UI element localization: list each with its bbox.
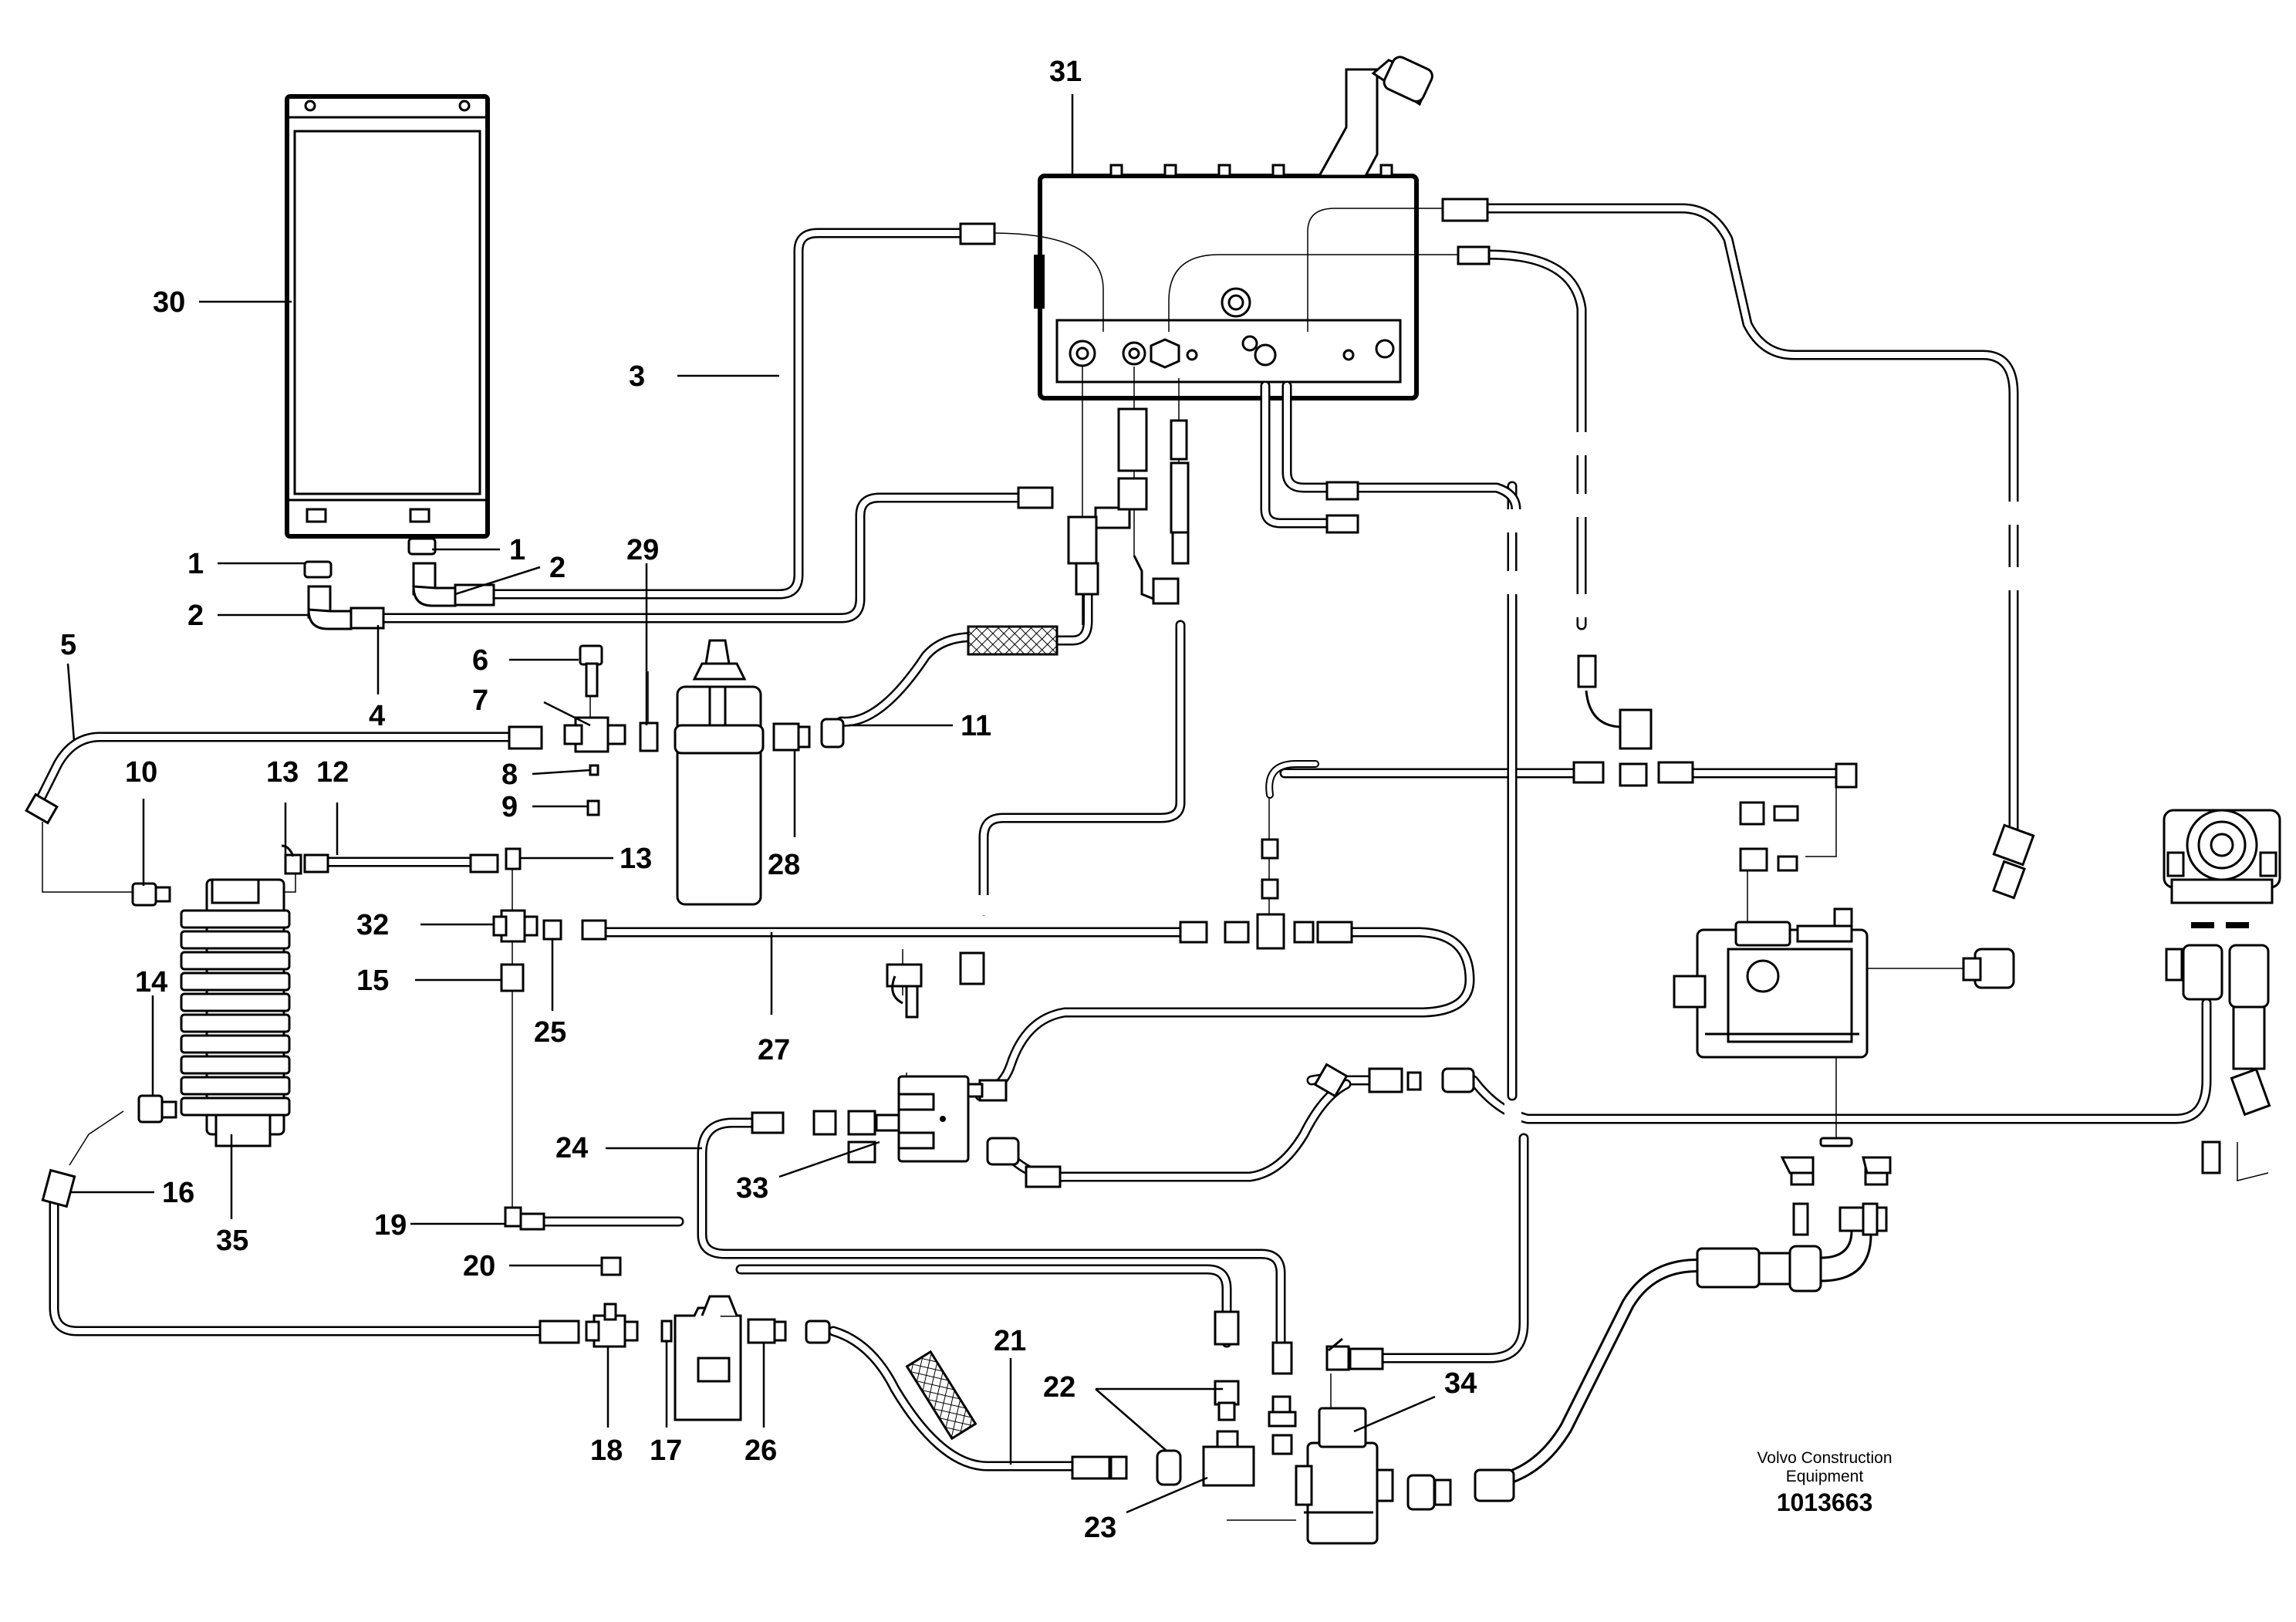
document-number: 1013663 [1777, 1489, 1873, 1516]
hydraulic-pump[interactable] [1673, 921, 1869, 1059]
label-32: 32 [356, 909, 389, 941]
label-3: 3 [629, 360, 645, 393]
part-labels: 30 31 3 1 1 2 2 4 5 6 7 8 9 29 11 28 10 … [60, 56, 1477, 1544]
hose-lines [33, 203, 2212, 1485]
label-15: 15 [356, 965, 389, 997]
label-6: 6 [472, 644, 488, 677]
label-20: 20 [463, 1250, 495, 1282]
label-8: 8 [501, 759, 518, 791]
label-5: 5 [60, 629, 76, 661]
label-16: 16 [162, 1177, 194, 1209]
label-24: 24 [555, 1132, 588, 1164]
credit-line-1: Volvo Construction [1757, 1449, 1892, 1467]
label-21: 21 [994, 1325, 1026, 1357]
label-31: 31 [1049, 56, 1082, 88]
label-13b: 13 [620, 843, 652, 875]
label-29: 29 [626, 534, 659, 566]
label-2b: 2 [549, 552, 566, 584]
mounting-bracket [674, 1295, 742, 1421]
label-leaders [66, 94, 1436, 1514]
label-28: 28 [768, 849, 800, 881]
label-14: 14 [135, 966, 167, 999]
label-22: 22 [1043, 1371, 1075, 1404]
label-33: 33 [736, 1172, 768, 1205]
label-19: 19 [374, 1209, 407, 1242]
hydraulic-tank[interactable] [1034, 55, 1435, 400]
label-9: 9 [501, 791, 518, 823]
label-13a: 13 [266, 756, 299, 789]
return-filter[interactable] [674, 639, 765, 906]
label-4: 4 [369, 700, 385, 732]
valve-sections [180, 909, 291, 1117]
label-23: 23 [1084, 1512, 1116, 1544]
auxiliary-motor[interactable] [2163, 809, 2281, 904]
label-35: 35 [216, 1225, 248, 1257]
label-1b: 1 [509, 534, 525, 566]
pressure-filter-block[interactable] [897, 1075, 970, 1163]
label-34: 34 [1444, 1367, 1477, 1400]
oil-cooler[interactable] [285, 94, 490, 539]
label-26: 26 [745, 1434, 777, 1467]
label-30: 30 [153, 286, 185, 319]
filler-neck[interactable] [1317, 55, 1435, 177]
fittings [25, 198, 2271, 1511]
priority-valve[interactable] [1295, 1407, 1394, 1545]
label-18: 18 [590, 1434, 623, 1467]
credit-line-2: Equipment [1786, 1468, 1864, 1485]
label-7: 7 [472, 684, 488, 717]
label-12: 12 [316, 756, 349, 789]
tank-ports [1069, 335, 1395, 369]
label-27: 27 [758, 1034, 790, 1066]
label-1a: 1 [187, 548, 204, 580]
label-17: 17 [650, 1434, 682, 1467]
label-2a: 2 [187, 600, 204, 632]
label-11: 11 [961, 710, 991, 742]
control-valve-bank[interactable] [180, 878, 291, 1147]
label-10: 10 [125, 756, 157, 789]
document-credit: Volvo Construction Equipment 1013663 [1757, 1449, 1892, 1516]
label-25: 25 [534, 1016, 566, 1049]
clamp-blocks [1780, 1156, 1892, 1174]
